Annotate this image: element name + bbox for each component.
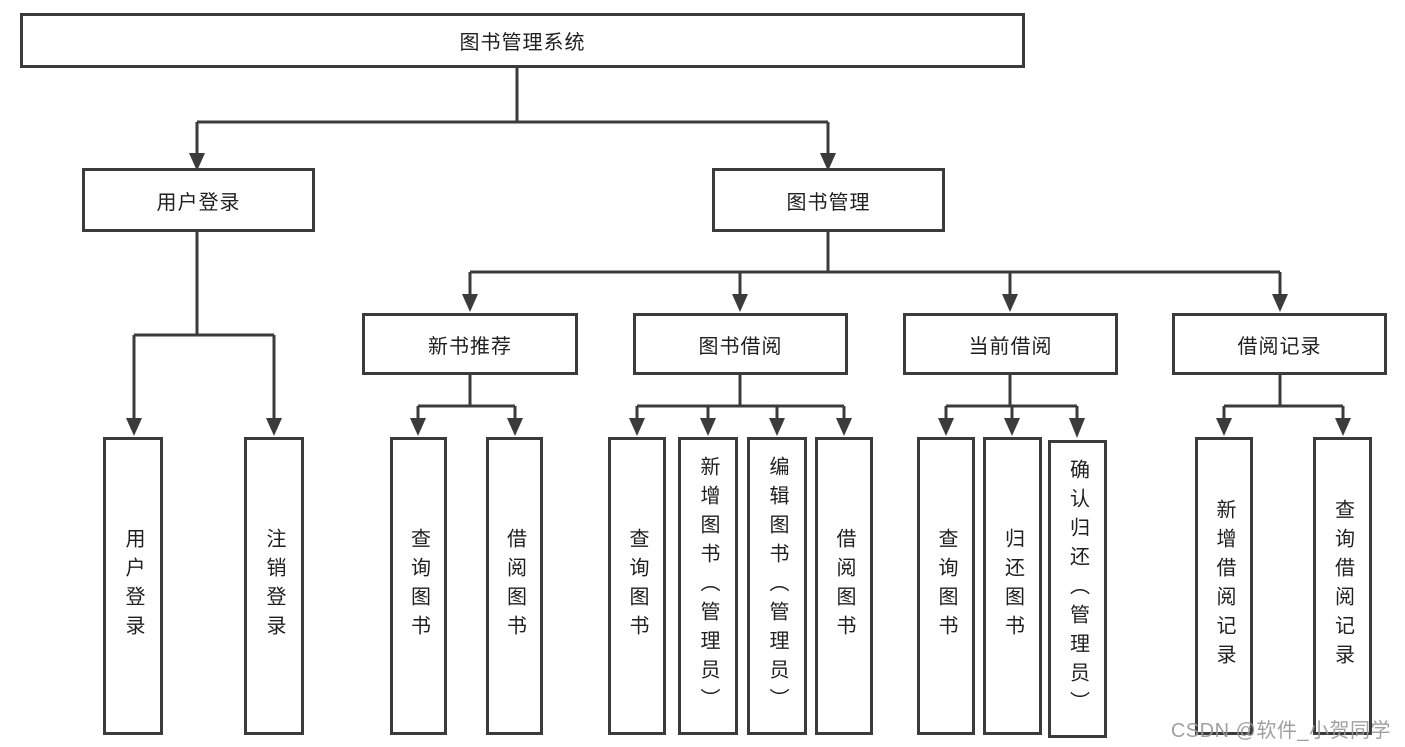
node-label: 查询图书 — [407, 528, 430, 644]
connector-borrow-records — [1216, 375, 1351, 436]
node-label: 用户登录 — [122, 528, 144, 644]
connector-user-login — [126, 232, 282, 436]
node-edit-books-admin: 编辑图书（管理员） — [747, 437, 807, 735]
node-label: 注销登录 — [263, 528, 285, 644]
node-label: 查询图书 — [935, 528, 957, 644]
node-borrow-books-leaf: 借阅图书 — [815, 437, 873, 735]
node-label: 借阅图书 — [503, 528, 526, 644]
connector-new-book — [410, 375, 523, 436]
node-query-books-borrowing: 查询图书 — [608, 437, 666, 735]
node-library-system: 图书管理系统 — [20, 13, 1025, 68]
node-label: 确认归还（管理员） — [1066, 458, 1089, 720]
node-borrow-records: 借阅记录 — [1172, 313, 1387, 375]
node-user-login-leaf: 用户登录 — [103, 437, 163, 735]
connector-current-borrowing — [938, 375, 1085, 438]
node-query-books-recommend: 查询图书 — [390, 437, 447, 735]
node-borrow-books-recommend: 借阅图书 — [486, 437, 543, 735]
connector-root — [189, 68, 836, 171]
connector-book-borrowing — [629, 375, 852, 436]
node-current-borrowing: 当前借阅 — [903, 313, 1118, 375]
connector-book-management — [462, 232, 1288, 312]
node-label: 新增借阅记录 — [1213, 499, 1235, 673]
node-label: 编辑图书（管理员） — [766, 455, 788, 717]
node-return-books: 归还图书 — [983, 437, 1042, 735]
node-label: 借阅图书 — [833, 528, 855, 644]
node-query-books-current: 查询图书 — [917, 437, 975, 735]
csdn-watermark: CSDN @软件_小贺同学 — [1170, 720, 1391, 742]
node-add-borrow-record: 新增借阅记录 — [1195, 437, 1253, 735]
node-book-management: 图书管理 — [712, 168, 945, 232]
node-label: 新增图书（管理员） — [697, 455, 719, 717]
node-label: 归还图书 — [1001, 528, 1024, 644]
node-label: 查询借阅记录 — [1331, 499, 1354, 673]
node-book-borrowing: 图书借阅 — [633, 313, 848, 375]
node-confirm-return-admin: 确认归还（管理员） — [1048, 440, 1107, 738]
node-new-book-recommend: 新书推荐 — [362, 313, 578, 375]
node-label: 查询图书 — [626, 528, 648, 644]
node-add-books-admin: 新增图书（管理员） — [678, 437, 738, 735]
node-logout-leaf: 注销登录 — [244, 437, 304, 735]
node-query-borrow-record: 查询借阅记录 — [1313, 437, 1372, 735]
node-user-login: 用户登录 — [82, 168, 315, 232]
